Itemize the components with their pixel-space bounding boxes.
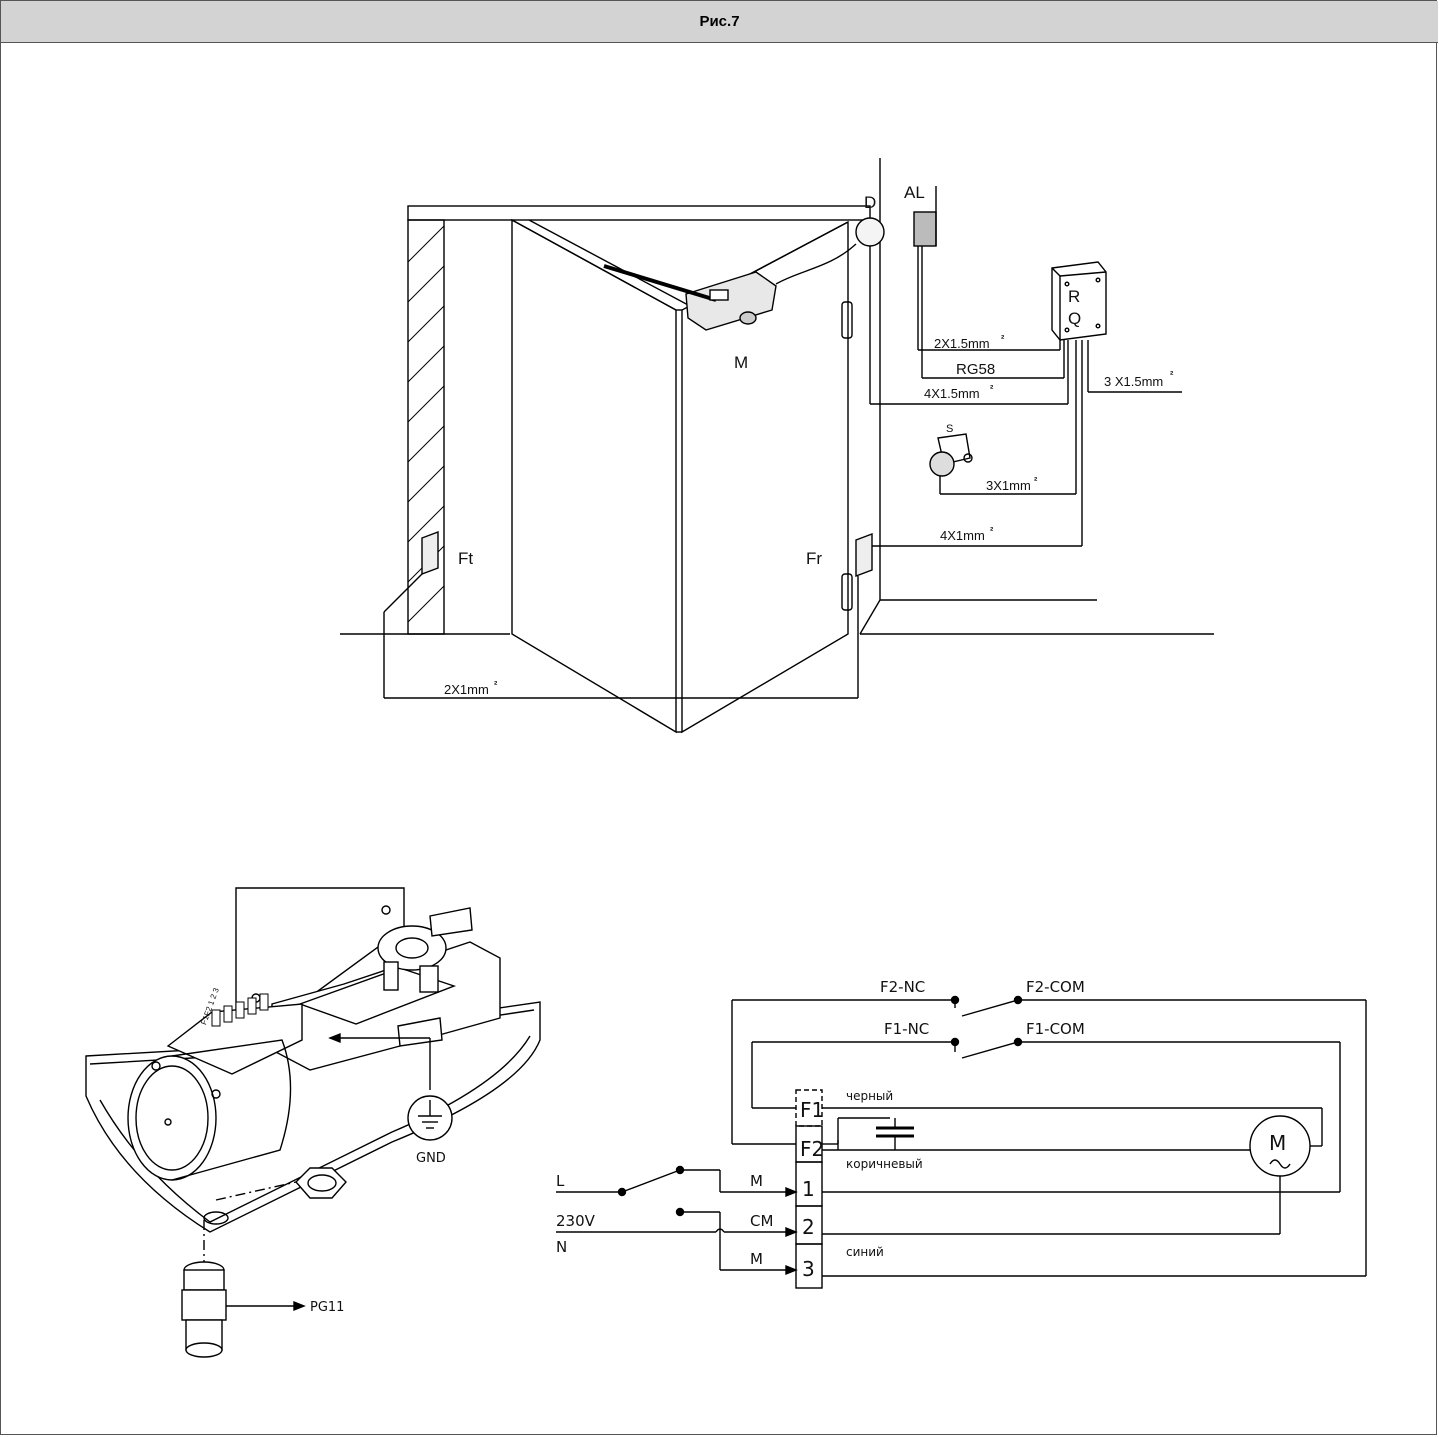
label-r: R xyxy=(1068,287,1080,306)
cable-fr-sq: ² xyxy=(990,526,994,537)
label-al: AL xyxy=(904,183,925,202)
figure-header: Рис.7 xyxy=(1,1,1438,43)
terminal-3: 3 xyxy=(802,1257,815,1281)
installation-labels: D AL R Q M S Ft Fr 2X1.5mm ² RG58 4X1.5m… xyxy=(444,183,1174,697)
label-s: S xyxy=(946,423,953,435)
key-switch-s xyxy=(929,433,973,477)
cable-al-sq: ² xyxy=(1001,334,1005,345)
photocell-ft xyxy=(421,530,439,576)
wire-brown: коричневый xyxy=(846,1157,923,1171)
terminal-f1: F1 xyxy=(800,1098,824,1122)
ground-icon xyxy=(407,1095,453,1141)
cable-ft: 2X1mm xyxy=(444,682,489,697)
motor-operator xyxy=(603,264,777,331)
label-gnd: GND xyxy=(416,1151,446,1166)
door-installation xyxy=(340,158,1214,734)
cable-s: 3X1mm xyxy=(986,478,1031,493)
label-ft: Ft xyxy=(458,549,473,568)
wire-black: черный xyxy=(846,1089,893,1103)
cable-power-sq: ² xyxy=(1170,370,1174,381)
label-m: M xyxy=(734,353,748,372)
photocell-fr xyxy=(855,532,873,578)
cable-gland-pg11 xyxy=(181,1261,227,1358)
label-m1: M xyxy=(750,1172,763,1190)
terminal-f2: F2 xyxy=(800,1137,824,1161)
label-230v: 230V xyxy=(556,1212,596,1230)
label-f2-nc: F2-NC xyxy=(880,978,925,996)
antenna-al xyxy=(913,186,937,378)
cable-fr: 4X1mm xyxy=(940,528,985,543)
detector-d xyxy=(855,217,885,247)
label-f2-com: F2-COM xyxy=(1026,978,1085,996)
cable-d-sq: ² xyxy=(990,384,994,395)
wire-blue: синий xyxy=(846,1245,884,1259)
capacitor-symbol xyxy=(876,1118,914,1150)
label-pg11: PG11 xyxy=(310,1300,344,1315)
terminal-1: 1 xyxy=(802,1177,815,1201)
cable-s-sq: ² xyxy=(1034,476,1038,487)
label-q: Q xyxy=(1068,309,1081,328)
label-cm: CM xyxy=(750,1212,773,1230)
label-fr: Fr xyxy=(806,549,822,568)
label-l: L xyxy=(556,1172,565,1190)
cable-d: 4X1.5mm xyxy=(924,386,980,401)
terminal-2: 2 xyxy=(802,1215,815,1239)
label-f1-com: F1-COM xyxy=(1026,1020,1085,1038)
cable-ft-sq: ² xyxy=(494,680,498,691)
schematic-labels: F2-NC F2-COM F1-NC F1-COM F1 F2 1 2 3 че… xyxy=(556,978,1286,1281)
label-f1-nc: F1-NC xyxy=(884,1020,929,1038)
label-n: N xyxy=(556,1238,567,1256)
cable-rg58: RG58 xyxy=(956,361,995,378)
cable-al: 2X1.5mm xyxy=(934,336,990,351)
figure-title: Рис.7 xyxy=(699,13,740,30)
control-box-rq xyxy=(1051,261,1107,341)
motor-label: M xyxy=(1269,1131,1286,1155)
label-d: D xyxy=(864,193,876,212)
motor-unit-drawing xyxy=(85,887,541,1358)
electrical-schematic xyxy=(556,995,1367,1289)
label-m3: M xyxy=(750,1250,763,1268)
cable-power: 3 X1.5mm xyxy=(1104,374,1163,389)
